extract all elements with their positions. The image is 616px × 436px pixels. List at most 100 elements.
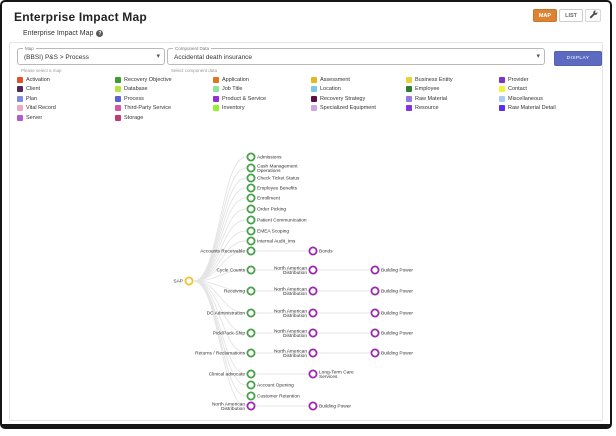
legend-label: Business Entity (415, 76, 453, 83)
legend-item-client: Client (17, 85, 56, 95)
legend-item-database: Database (115, 85, 172, 95)
legend-label: Assessment (320, 76, 350, 83)
account-opening-node[interactable] (246, 380, 256, 390)
legend-swatch (311, 76, 317, 83)
legend-label: Database (124, 86, 148, 93)
component-data-helper: Select component data (171, 68, 218, 73)
legend-label: Server (26, 114, 43, 121)
legend-item-recovery-strategy: Recovery Strategy (311, 94, 376, 104)
north-american-distribution-node[interactable] (308, 265, 318, 275)
legend-item-resource: Resource (406, 104, 453, 114)
legend-item-application: Application (213, 75, 266, 85)
legend-label: Employee (415, 86, 440, 93)
legend-item-location: Location (311, 85, 376, 95)
section-title: Enterprise Impact Map (23, 30, 94, 37)
legend-item-product-service: Product & Service (213, 94, 266, 104)
legend-label: Location (320, 86, 341, 93)
check-ticket-status-node[interactable] (246, 173, 256, 183)
page-title: Enterprise Impact Map (14, 10, 147, 24)
legend-swatch (499, 86, 505, 93)
north-american-distribution-node[interactable] (308, 348, 318, 358)
legend-swatch (115, 114, 121, 121)
legend-swatch (406, 95, 412, 102)
legend-item-activation: Activation (17, 75, 56, 85)
order-picking-node[interactable] (246, 204, 256, 214)
legend-swatch (115, 86, 121, 93)
receiving-node[interactable] (246, 286, 256, 296)
settings-wrench-button[interactable] (585, 9, 601, 22)
legend-label: Specialized Equipment (320, 105, 376, 112)
north-american-distribution-node[interactable] (308, 286, 318, 296)
list-view-button[interactable]: LIST (559, 9, 583, 22)
legend-item-job-title: Job Title (213, 85, 266, 95)
legend-swatch (17, 95, 23, 102)
map-select[interactable]: Map (BBSI) P&S > Process ▾ Please select… (17, 46, 165, 73)
map-view-button[interactable]: MAP (532, 9, 558, 22)
returns-reclamations-node[interactable] (246, 348, 256, 358)
legend-swatch (213, 105, 219, 112)
legend-label: Raw Material Detail (508, 105, 556, 112)
help-icon[interactable]: ? (96, 30, 104, 37)
north-american-distribution-node[interactable] (308, 308, 318, 318)
legend-item-raw-material: Raw Material (406, 94, 453, 104)
legend-label: Raw Material (415, 95, 448, 102)
sap-node[interactable] (184, 276, 194, 286)
pick-pack-ship-node[interactable] (246, 328, 256, 338)
display-button[interactable]: DISPLAY (554, 51, 602, 66)
dc-administration-node[interactable] (246, 308, 256, 318)
map-select-label: Map (23, 46, 36, 52)
legend-swatch (213, 76, 219, 83)
building-power-node[interactable] (370, 328, 380, 338)
legend-swatch (499, 76, 505, 83)
legend-swatch (311, 105, 317, 112)
long-term-care-services-node[interactable] (308, 369, 318, 379)
building-power-node[interactable] (308, 401, 318, 411)
wrench-icon (589, 10, 598, 21)
component-data-select[interactable]: Component Data Accidental death insuranc… (167, 46, 545, 73)
accounts-receivable-node[interactable] (246, 246, 256, 256)
employee-benefits-node[interactable] (246, 183, 256, 193)
component-data-label: Component Data (173, 46, 212, 52)
north-american-distribution-node[interactable] (246, 401, 256, 411)
internal-audit-ims-node[interactable] (246, 236, 256, 246)
bonds-node[interactable] (308, 246, 318, 256)
legend-item-business-entity: Business Entity (406, 75, 453, 85)
legend-label: Miscellaneous (508, 95, 543, 102)
legend-swatch (406, 86, 412, 93)
building-power-node[interactable] (370, 265, 380, 275)
customer-retention-node[interactable] (246, 391, 256, 401)
admissions-node[interactable] (246, 152, 256, 162)
legend-item-process: Process (115, 94, 172, 104)
chevron-down-icon: ▾ (536, 53, 540, 60)
legend-swatch (499, 95, 505, 102)
legend-swatch (406, 105, 412, 112)
building-power-node[interactable] (370, 286, 380, 296)
building-power-node[interactable] (370, 348, 380, 358)
enrollment-node[interactable] (246, 193, 256, 203)
cash-management-operations-node[interactable] (246, 163, 256, 173)
legend-item-specialized-equipment: Specialized Equipment (311, 104, 376, 114)
legend-label: Storage (124, 114, 144, 121)
legend-swatch (17, 76, 23, 83)
building-power-node[interactable] (370, 308, 380, 318)
map-select-value: (BBSI) P&S > Process (24, 54, 89, 61)
legend-label: Resource (415, 105, 439, 112)
legend-item-miscellaneous: Miscellaneous (499, 94, 556, 104)
legend-item-recovery-objective: Recovery Objective (115, 75, 172, 85)
legend-swatch (213, 95, 219, 102)
cycle-counts-node[interactable] (246, 265, 256, 275)
legend-swatch (17, 86, 23, 93)
north-american-distribution-node[interactable] (308, 328, 318, 338)
legend-label: Recovery Strategy (320, 95, 366, 102)
legend-swatch (406, 76, 412, 83)
legend-swatch (115, 105, 121, 112)
patient-communication-node[interactable] (246, 215, 256, 225)
legend-item-inventory: Inventory (213, 104, 266, 114)
clinical-advocate-node[interactable] (246, 369, 256, 379)
emea-scoping-node[interactable] (246, 226, 256, 236)
